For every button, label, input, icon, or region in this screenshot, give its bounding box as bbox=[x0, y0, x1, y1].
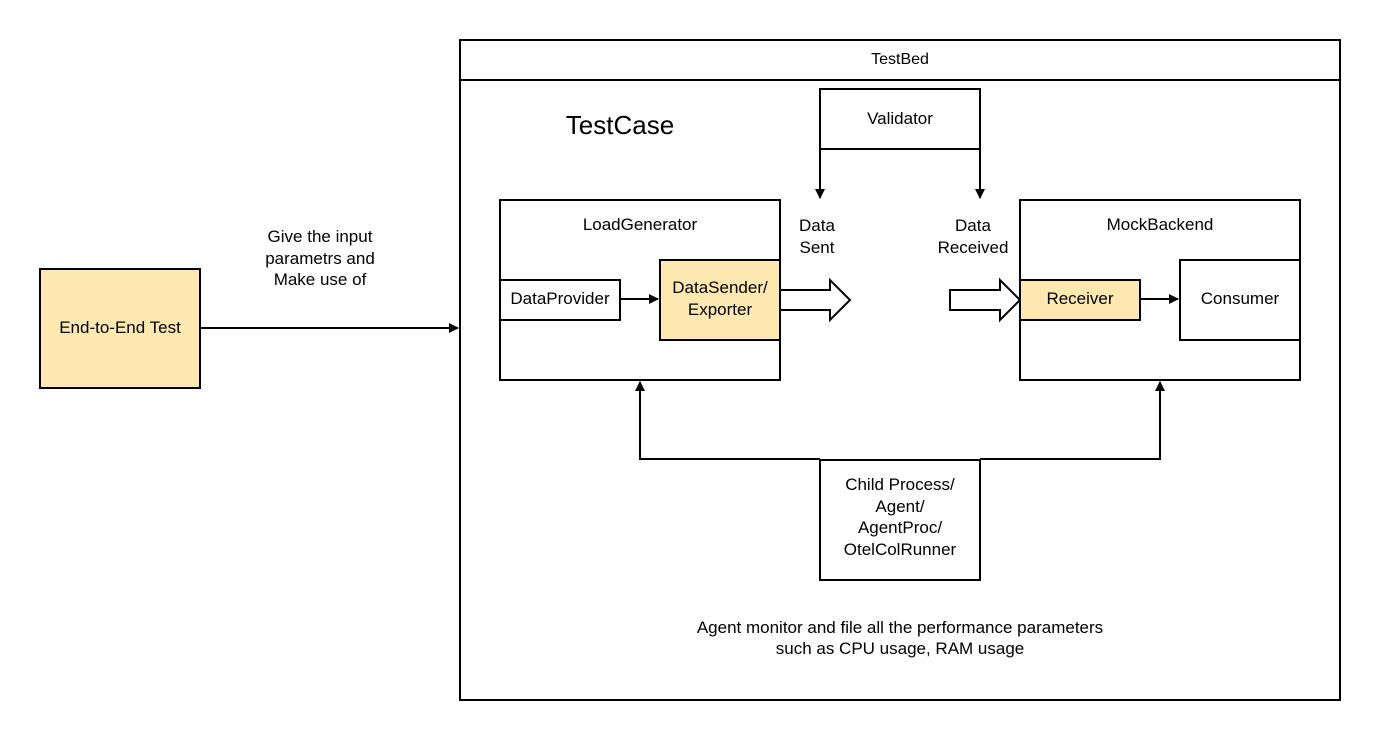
consumer-box bbox=[1179, 259, 1301, 341]
child-process-line-1: Child Process/ bbox=[845, 475, 955, 494]
validator-label: Validator bbox=[867, 109, 933, 128]
mock-backend-node: MockBackend Receiver Consumer bbox=[1019, 199, 1301, 381]
e2e-test-box bbox=[39, 268, 201, 389]
child-process-node: Child Process/ Agent/ AgentProc/ OtelCol… bbox=[819, 459, 981, 581]
child-process-line-2: Agent/ bbox=[875, 497, 924, 516]
data-sent-block-arrow bbox=[779, 277, 852, 323]
consumer-label: Consumer bbox=[1201, 289, 1280, 308]
agent-note-line-2: such as CPU usage, RAM usage bbox=[776, 639, 1025, 658]
mock-backend-title: MockBackend bbox=[1107, 215, 1214, 234]
data-received-line-1: Data bbox=[955, 216, 991, 235]
agent-to-mock-backend-arrow bbox=[980, 381, 1165, 460]
testcase-title: TestCase bbox=[566, 110, 674, 140]
e2e-test-node: End-to-End Test bbox=[39, 268, 201, 389]
load-generator-title: LoadGenerator bbox=[583, 215, 698, 234]
data-received-line-2: Received bbox=[938, 238, 1009, 257]
data-sent-line-1: Data bbox=[799, 216, 835, 235]
testbed-title: TestBed bbox=[871, 51, 929, 68]
input-note-line-2: parametrs and bbox=[265, 249, 375, 268]
data-provider-label: DataProvider bbox=[510, 289, 610, 308]
input-note: Give the input parametrs and Make use of bbox=[265, 227, 375, 289]
validator-box bbox=[819, 88, 981, 150]
child-process-box bbox=[819, 459, 981, 581]
data-sender-line-1: DataSender/ bbox=[672, 278, 768, 297]
input-note-line-3: Make use of bbox=[274, 270, 367, 289]
receiver-label: Receiver bbox=[1046, 289, 1113, 308]
child-process-line-4: OtelColRunner bbox=[844, 540, 957, 559]
data-sender-box bbox=[659, 259, 781, 341]
data-sender-line-2: Exporter bbox=[688, 300, 753, 319]
input-note-line-1: Give the input bbox=[268, 227, 373, 246]
e2e-test-label: End-to-End Test bbox=[59, 318, 181, 337]
data-sent-line-2: Sent bbox=[800, 238, 835, 257]
validator-node: Validator bbox=[819, 88, 981, 150]
agent-to-load-generator-arrow bbox=[635, 381, 820, 460]
data-received-block-arrow bbox=[949, 277, 1022, 323]
load-generator-node: LoadGenerator DataProvider DataSender/ E… bbox=[499, 199, 781, 381]
data-provider-box bbox=[499, 279, 621, 321]
child-process-line-3: AgentProc/ bbox=[858, 518, 942, 537]
agent-note-line-1: Agent monitor and file all the performan… bbox=[697, 618, 1103, 637]
